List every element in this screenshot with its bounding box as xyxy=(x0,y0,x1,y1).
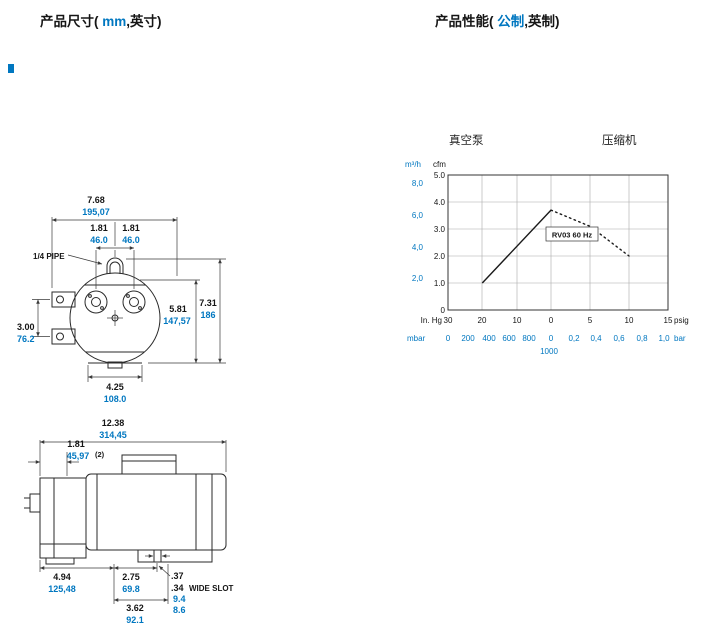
cfm-tick: 3.0 xyxy=(434,225,446,234)
dim-length-in: 12.38 xyxy=(102,418,125,428)
performance-heading-metric: 公制 xyxy=(497,14,525,29)
inhg-tick: 30 xyxy=(444,316,453,325)
y-metric-unit: m³/h xyxy=(405,160,421,169)
dim-foot-mid-mm: 69.8 xyxy=(122,584,140,594)
dim-slot-span-mm: 92.1 xyxy=(126,615,144,625)
psig-tick: 10 xyxy=(625,316,634,325)
cfm-tick: 4.0 xyxy=(434,198,446,207)
series-label: RV03 60 Hz xyxy=(545,226,599,242)
y-axis-labels: m³/h cfm 5.0 4.0 3.0 2.0 1.0 0 8,0 6,0 4… xyxy=(405,160,446,315)
pump-head xyxy=(39,477,87,559)
x-axis-imperial: In. Hg 30 20 10 0 5 10 15 psig xyxy=(421,316,689,325)
x-imperial-left-unit: In. Hg xyxy=(421,316,442,325)
performance-heading-after: ,英制) xyxy=(524,14,560,29)
bar-tick: 1,0 xyxy=(658,334,670,343)
plot-border xyxy=(447,174,669,311)
mbar-tick: 600 xyxy=(502,334,516,343)
dim-overall-height-mm: 186 xyxy=(200,310,215,320)
bar-tick: 0,4 xyxy=(590,334,602,343)
performance-heading: 产品性能( 公制,英制) xyxy=(435,10,560,30)
performance-chart: 真空泵 压缩机 RV03 60 Hz m³/h cfm 5.0 xyxy=(405,133,689,356)
front-view-dimensions: 7.68 195,07 1.81 1.81 46.0 46.0 1/4 PIPE… xyxy=(17,195,226,404)
inhg-tick: 10 xyxy=(513,316,522,325)
port-fitting xyxy=(29,493,41,513)
dim-port-offset-mm: 45,97 xyxy=(67,451,90,461)
dim-port-left-in: 1.81 xyxy=(90,223,108,233)
dimensions-heading-after: ,英寸) xyxy=(126,14,162,29)
dim-port-offset-note: (2) xyxy=(95,450,105,459)
rear-foot xyxy=(137,549,213,563)
y-imperial-unit: cfm xyxy=(433,160,446,169)
front-foot xyxy=(45,557,75,565)
dim-flange-mm: 76.2 xyxy=(17,334,35,344)
mbar-tick: 800 xyxy=(522,334,536,343)
cfm-tick: 5.0 xyxy=(434,171,446,180)
dim-slot-width-in: .34 xyxy=(171,583,184,593)
cfm-tick: 0 xyxy=(441,306,446,315)
dim-body-height-mm: 147,57 xyxy=(163,316,191,326)
dim-foot-left-mm: 125,48 xyxy=(48,584,76,594)
dim-foot-left-in: 4.94 xyxy=(53,572,71,582)
dimensions-heading: 产品尺寸( mm,英寸) xyxy=(40,10,162,30)
dim-foot-mid-in: 2.75 xyxy=(122,572,140,582)
dim-port-right-mm: 46.0 xyxy=(122,235,140,245)
pipe-loop xyxy=(106,257,124,274)
mbar-thousand-tick: 1000 xyxy=(540,347,558,356)
dim-port-left-mm: 46.0 xyxy=(90,235,108,245)
dim-flange-in: 3.00 xyxy=(17,322,35,332)
x-metric-left-unit: mbar xyxy=(407,334,426,343)
vacuum-panel-label: 真空泵 xyxy=(449,133,484,147)
side-view-dimensions: 12.38 314,45 1.81 45,97 (2) 4.94 125,48 … xyxy=(28,418,234,625)
performance-heading-text: 产品性能( xyxy=(435,14,498,29)
inhg-tick: 20 xyxy=(478,316,487,325)
m3h-tick: 4,0 xyxy=(412,243,424,252)
dim-overall-height-in: 7.31 xyxy=(199,298,217,308)
mbar-tick: 200 xyxy=(461,334,475,343)
dim-slot-span-in: 3.62 xyxy=(126,603,144,613)
dim-length-mm: 314,45 xyxy=(99,430,127,440)
x-imperial-right-unit: psig xyxy=(674,316,689,325)
x-metric-right-unit: bar xyxy=(674,334,686,343)
slot-label: WIDE SLOT xyxy=(189,584,234,593)
zero-tick: 0 xyxy=(549,316,554,325)
cfm-tick: 2.0 xyxy=(434,252,446,261)
terminal-box xyxy=(121,454,177,475)
pipe-label: 1/4 PIPE xyxy=(33,252,65,261)
psig-tick: 15 xyxy=(664,316,673,325)
bar-tick: 0,2 xyxy=(568,334,580,343)
bar-zero-tick: 0 xyxy=(549,334,554,343)
dim-body-height-in: 5.81 xyxy=(169,304,187,314)
performance-curve-solid xyxy=(481,209,552,284)
dim-base-in: 4.25 xyxy=(106,382,124,392)
series-name: RV03 60 Hz xyxy=(552,231,593,240)
dim-width-mm: 195,07 xyxy=(82,207,110,217)
x-axis-metric: mbar 0 200 400 600 800 0 0,2 0,4 0,6 0,8… xyxy=(407,334,686,356)
m3h-tick: 2,0 xyxy=(412,274,424,283)
m3h-tick: 8,0 xyxy=(412,179,424,188)
chart-grid xyxy=(448,175,668,310)
dim-slot-depth-mm: 9.4 xyxy=(173,594,186,604)
dimensions-heading-text: 产品尺寸( xyxy=(40,14,103,29)
pump-side-view xyxy=(24,454,227,565)
m3h-tick: 6,0 xyxy=(412,211,424,220)
accent-mark xyxy=(8,64,14,73)
cfm-tick: 1.0 xyxy=(434,279,446,288)
mbar-tick: 400 xyxy=(482,334,496,343)
dim-port-offset-in: 1.81 xyxy=(67,439,85,449)
dim-base-mm: 108.0 xyxy=(104,394,127,404)
dim-port-right-in: 1.81 xyxy=(122,223,140,233)
dim-slot-width-mm: 8.6 xyxy=(173,605,186,615)
dim-slot-depth-in: .37 xyxy=(171,571,184,581)
dim-width-in: 7.68 xyxy=(87,195,105,205)
dimension-drawings: 7.68 195,07 1.81 1.81 46.0 46.0 1/4 PIPE… xyxy=(17,195,234,625)
pump-front-view xyxy=(51,257,161,369)
bar-tick: 0,6 xyxy=(613,334,625,343)
mbar-tick: 0 xyxy=(446,334,451,343)
psig-tick: 5 xyxy=(588,316,593,325)
compressor-panel-label: 压缩机 xyxy=(602,133,637,147)
performance-curve-dotted xyxy=(550,209,630,257)
dimensions-heading-metric: mm xyxy=(102,14,127,29)
bar-tick: 0,8 xyxy=(636,334,648,343)
